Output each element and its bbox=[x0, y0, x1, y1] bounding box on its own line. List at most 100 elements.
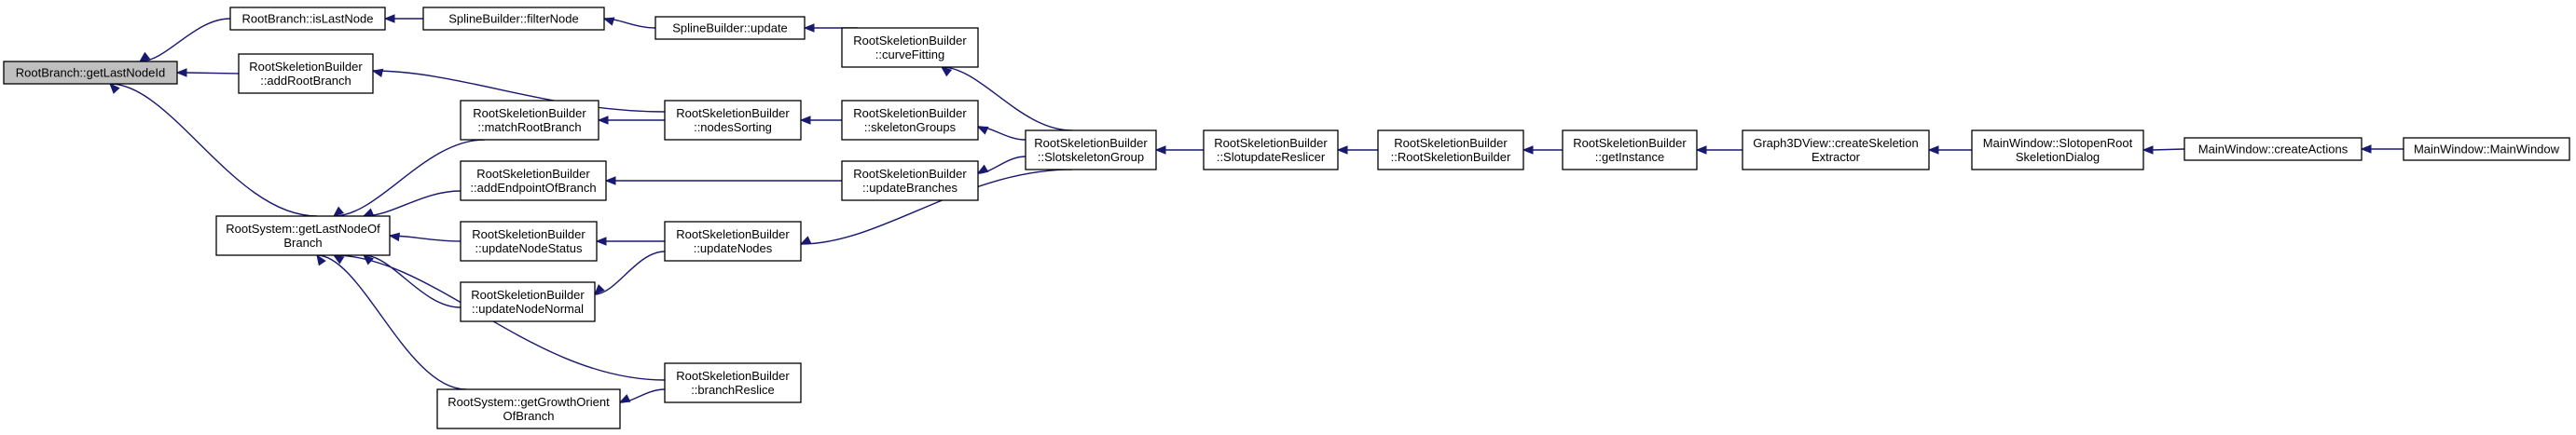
node-box[interactable] bbox=[422, 7, 605, 31]
graph-node[interactable]: SplineBuilder::update bbox=[654, 16, 806, 40]
arrowhead bbox=[799, 236, 812, 245]
node-label: SplineBuilder::update bbox=[672, 21, 788, 35]
graph-node[interactable]: RootSkeletionBuilder::curveFitting bbox=[841, 27, 979, 68]
node-label: RootSkeletionBuilder bbox=[676, 369, 790, 383]
node-label: RootBranch::isLastNode bbox=[242, 12, 374, 26]
edge-line bbox=[363, 254, 461, 308]
node-label: MainWindow::MainWindow bbox=[2414, 143, 2560, 156]
arrowhead bbox=[976, 126, 989, 135]
node-box[interactable] bbox=[460, 100, 599, 141]
node-box[interactable] bbox=[2403, 137, 2570, 161]
graph-node[interactable]: RootSkeletionBuilder::nodesSorting bbox=[664, 100, 802, 141]
node-label: MainWindow::createActions bbox=[2198, 143, 2349, 156]
edge-line bbox=[109, 83, 318, 217]
node-label: RootSkeletionBuilder bbox=[853, 34, 967, 48]
node-box[interactable] bbox=[1562, 129, 1698, 170]
arrowhead bbox=[332, 206, 345, 217]
graph-node[interactable]: RootSkeletionBuilder::updateNodeNormal bbox=[460, 281, 596, 322]
arrowhead bbox=[388, 232, 401, 242]
node-label: ::updateNodeNormal bbox=[472, 302, 584, 316]
edge-line bbox=[139, 18, 231, 62]
graph-node[interactable]: RootSkeletionBuilder::updateBranches bbox=[841, 160, 979, 201]
edge-line bbox=[372, 70, 666, 113]
node-label: RootSkeletionBuilder bbox=[676, 227, 790, 241]
graph-node[interactable]: RootSkeletionBuilder::addRootBranch bbox=[238, 53, 374, 94]
node-label: RootSkeletionBuilder bbox=[1214, 136, 1328, 150]
node-box[interactable] bbox=[215, 215, 391, 256]
node-box[interactable] bbox=[664, 100, 802, 141]
graph-node[interactable]: RootSkeletionBuilder::branchReslice bbox=[664, 362, 802, 403]
node-box[interactable] bbox=[664, 221, 802, 262]
node-label: ::nodesSorting bbox=[694, 120, 772, 134]
arrowhead bbox=[799, 116, 811, 125]
arrowhead bbox=[594, 284, 605, 295]
node-label: RootBranch::getLastNodeId bbox=[16, 66, 165, 80]
node-box[interactable] bbox=[436, 388, 621, 429]
node-box[interactable] bbox=[460, 160, 607, 201]
graph-node[interactable]: RootSkeletionBuilder::RootSkeletionBuild… bbox=[1377, 129, 1524, 170]
edge-line bbox=[594, 251, 666, 295]
node-box[interactable] bbox=[841, 27, 979, 68]
node-label: RootSystem::getLastNodeOf bbox=[226, 222, 380, 236]
arrowhead bbox=[597, 116, 609, 125]
graph-node[interactable]: RootSkeletionBuilder::skeletonGroups bbox=[841, 100, 979, 141]
graph-node[interactable]: RootSkeletionBuilder::updateNodes bbox=[664, 221, 802, 262]
node-label: RootSkeletionBuilder bbox=[1034, 136, 1148, 150]
graph-node[interactable]: RootSkeletionBuilder::addEndpointOfBranc… bbox=[460, 160, 607, 201]
node-label: RootSkeletionBuilder bbox=[1573, 136, 1687, 150]
node-label: RootSkeletionBuilder bbox=[249, 60, 363, 74]
edge-line bbox=[363, 190, 461, 217]
node-label: Extractor bbox=[1811, 150, 1861, 164]
graph-node[interactable]: RootBranch::isLastNode bbox=[229, 7, 386, 31]
graph-node[interactable]: SplineBuilder::filterNode bbox=[422, 7, 605, 31]
node-box[interactable] bbox=[229, 7, 386, 31]
arrowhead bbox=[138, 51, 151, 62]
node-label: ::RootSkeletionBuilder bbox=[1391, 150, 1511, 164]
node-label: ::addEndpointOfBranch bbox=[470, 181, 596, 195]
node-box[interactable] bbox=[460, 221, 598, 262]
graph-node[interactable]: RootSkeletionBuilder::updateNodeStatus bbox=[460, 221, 598, 262]
arrowhead bbox=[1154, 145, 1166, 155]
arrowhead bbox=[803, 23, 815, 33]
node-box[interactable] bbox=[1377, 129, 1524, 170]
graph-node[interactable]: RootSkeletionBuilder::SlotskeletonGroup bbox=[1025, 129, 1157, 170]
arrowhead bbox=[595, 237, 607, 246]
edge-line bbox=[2151, 148, 2185, 151]
node-label: RootSkeletionBuilder bbox=[853, 106, 967, 120]
node-box[interactable] bbox=[1025, 129, 1157, 170]
node-label: RootSkeletionBuilder bbox=[471, 288, 585, 302]
arrowhead bbox=[175, 68, 187, 77]
node-box[interactable] bbox=[841, 160, 979, 201]
arrowhead bbox=[1336, 145, 1348, 155]
graph-node[interactable]: RootSkeletionBuilder::getInstance bbox=[1562, 129, 1698, 170]
node-label: ::curveFitting bbox=[875, 48, 944, 61]
node-box[interactable] bbox=[654, 16, 806, 40]
arrowhead bbox=[940, 66, 953, 77]
graph-node[interactable]: RootSkeletionBuilder::SlotupdateReslicer bbox=[1203, 129, 1339, 170]
node-box[interactable] bbox=[1971, 129, 2144, 170]
node-box[interactable] bbox=[1742, 129, 1930, 170]
graph-node[interactable]: MainWindow::createActions bbox=[2183, 137, 2362, 161]
node-label: ::branchReslice bbox=[691, 383, 775, 397]
graph-node[interactable]: RootBranch::getLastNodeId bbox=[3, 61, 178, 85]
graph-node[interactable]: MainWindow::MainWindow bbox=[2403, 137, 2570, 161]
arrowhead bbox=[1695, 145, 1707, 155]
node-box[interactable] bbox=[460, 281, 596, 322]
node-box-current[interactable] bbox=[3, 61, 178, 85]
nodes-layer: RootBranch::getLastNodeId RootBranch::isL… bbox=[3, 7, 2570, 429]
node-box[interactable] bbox=[2183, 137, 2362, 161]
node-box[interactable] bbox=[664, 362, 802, 403]
node-box[interactable] bbox=[1203, 129, 1339, 170]
node-box[interactable] bbox=[238, 53, 374, 94]
node-label: ::updateNodes bbox=[694, 241, 773, 255]
node-label: RootSkeletionBuilder bbox=[476, 167, 590, 181]
node-label: OfBranch bbox=[503, 409, 555, 423]
node-label: ::updateNodeStatus bbox=[475, 241, 583, 255]
graph-node[interactable]: RootSkeletionBuilder::matchRootBranch bbox=[460, 100, 599, 141]
edge-line bbox=[389, 235, 461, 242]
node-box[interactable] bbox=[841, 100, 979, 141]
